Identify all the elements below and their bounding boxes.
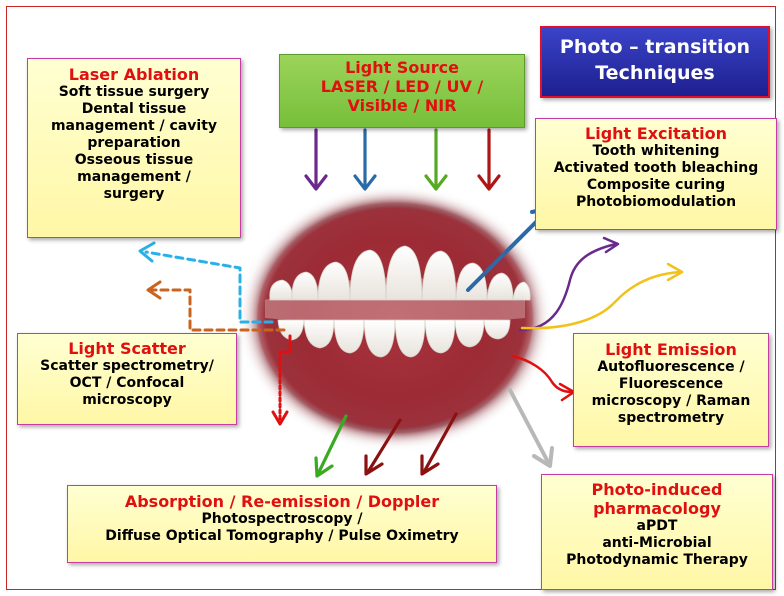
light-emission-title: Light Emission — [574, 340, 768, 359]
emission-line: spectrometry — [574, 410, 768, 427]
light-excitation-title: Light Excitation — [536, 124, 776, 143]
absorption-line: Diffuse Optical Tomography / Pulse Oxime… — [68, 528, 496, 545]
scatter-line: Scatter spectrometry/ — [18, 358, 236, 375]
absorption-line: Photospectroscopy / — [68, 511, 496, 528]
arrow-blue-down — [355, 130, 375, 189]
absorption-box: Absorption / Re-emission / Doppler Photo… — [67, 485, 497, 563]
title-line-1: Photo – transition — [542, 34, 768, 60]
emission-line: microscopy / Raman — [574, 393, 768, 410]
pharmacology-title-1: Photo-induced — [542, 480, 772, 499]
light-emission-box: Light Emission Autofluorescence / Fluore… — [573, 333, 769, 447]
ablation-line: Osseous tissue — [28, 152, 240, 169]
teeth-photo — [233, 181, 557, 455]
pharmacology-line: Photodynamic Therapy — [542, 552, 772, 569]
light-source-title: Light Source — [280, 58, 524, 77]
arrow-pharmacology — [510, 390, 552, 466]
light-scatter-box: Light Scatter Scatter spectrometry/ OCT … — [17, 333, 237, 425]
excitation-line: Composite curing — [536, 177, 776, 194]
pharmacology-line: aPDT — [542, 518, 772, 535]
arrow-green-down — [426, 130, 446, 189]
laser-ablation-title: Laser Ablation — [28, 65, 240, 84]
ablation-line: Dental tissue — [28, 101, 240, 118]
light-scatter-title: Light Scatter — [18, 339, 236, 358]
arrow-red-down — [479, 130, 499, 189]
emission-line: Fluorescence — [574, 376, 768, 393]
emission-line: Autofluorescence / — [574, 359, 768, 376]
ablation-line: surgery — [28, 186, 240, 203]
ablation-line: management / cavity — [28, 118, 240, 135]
excitation-line: Activated tooth bleaching — [536, 160, 776, 177]
pharmacology-line: anti-Microbial — [542, 535, 772, 552]
absorption-title: Absorption / Re-emission / Doppler — [68, 492, 496, 511]
arrow-purple-down — [306, 130, 326, 189]
pharmacology-title-2: pharmacology — [542, 499, 772, 518]
light-source-line-3: Visible / NIR — [280, 96, 524, 115]
excitation-line: Photobiomodulation — [536, 194, 776, 211]
light-excitation-box: Light Excitation Tooth whitening Activat… — [535, 118, 777, 230]
light-source-box: Light Source LASER / LED / UV / Visible … — [279, 54, 525, 128]
light-source-line-2: LASER / LED / UV / — [280, 77, 524, 96]
ablation-line: management / — [28, 169, 240, 186]
scatter-line: OCT / Confocal — [18, 375, 236, 392]
ablation-line: preparation — [28, 135, 240, 152]
pharmacology-box: Photo-induced pharmacology aPDT anti-Mic… — [541, 474, 773, 590]
scatter-line: microscopy — [18, 392, 236, 409]
title-line-2: Techniques — [542, 60, 768, 86]
excitation-line: Tooth whitening — [536, 143, 776, 160]
laser-ablation-box: Laser Ablation Soft tissue surgery Denta… — [27, 58, 241, 238]
ablation-line: Soft tissue surgery — [28, 84, 240, 101]
diagram-title: Photo – transition Techniques — [540, 26, 770, 98]
